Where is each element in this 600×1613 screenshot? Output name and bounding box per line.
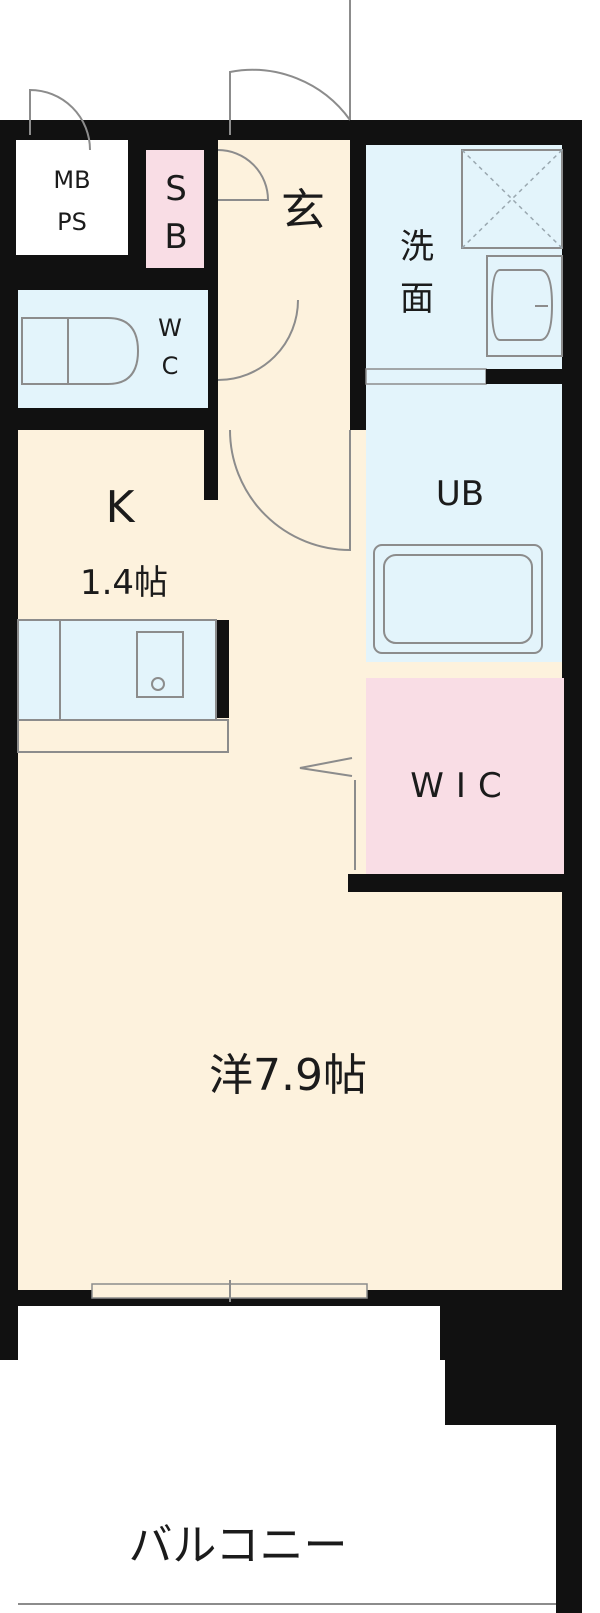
kitchen-size: 1.4帖 bbox=[80, 563, 168, 603]
washer-space bbox=[461, 149, 563, 249]
mbps-label-line2: PS bbox=[57, 208, 87, 236]
balcony-east-floor bbox=[440, 1425, 556, 1606]
bathtub bbox=[373, 544, 543, 654]
mbps-label: MB PS bbox=[53, 166, 90, 236]
genkan-floor bbox=[218, 140, 350, 270]
ub-label: UB bbox=[436, 474, 484, 514]
balcony-floor bbox=[18, 1306, 440, 1606]
sb-label-line1: S bbox=[165, 169, 187, 209]
kitchen-label: K bbox=[106, 482, 136, 533]
sb-floor bbox=[146, 150, 204, 268]
hall-floor bbox=[218, 270, 350, 430]
sb-label: S B bbox=[164, 169, 187, 257]
genkan-label: 玄 bbox=[281, 185, 325, 236]
kitchen-sink-drain bbox=[151, 677, 165, 691]
senmen-ub-partition bbox=[365, 368, 487, 385]
toilet-tank bbox=[21, 317, 69, 385]
kitchen-counter-ledge bbox=[17, 719, 229, 753]
wc-door-swing bbox=[217, 299, 299, 381]
mbps-floor bbox=[16, 140, 128, 255]
kitchen-wall-stub bbox=[204, 420, 218, 500]
wic-wall-void bbox=[348, 874, 564, 892]
wc-label-line1: W bbox=[158, 314, 182, 342]
western-room-label: 洋7.9帖 bbox=[209, 1050, 367, 1101]
wic-floor bbox=[366, 678, 564, 874]
wc-label-line2: C bbox=[162, 352, 179, 380]
bathtub-inner bbox=[383, 554, 533, 644]
toilet-bowl bbox=[67, 317, 140, 385]
mbps-label-line1: MB bbox=[53, 166, 90, 194]
sb-door-swing bbox=[217, 149, 270, 201]
east-balcony-wall bbox=[556, 1360, 582, 1613]
senmen-label-line1: 洗 bbox=[400, 227, 434, 267]
kitchen-counter-end-wall bbox=[215, 620, 229, 718]
balcony-label: バルコニー bbox=[128, 1520, 347, 1571]
kitchen-counter bbox=[17, 619, 217, 721]
washbasin-bowl bbox=[490, 269, 554, 341]
wic-label: WIC bbox=[410, 766, 513, 806]
wc-label: W C bbox=[158, 314, 182, 380]
entrance-door-swing bbox=[229, 68, 351, 135]
wic-door-mark bbox=[299, 757, 353, 777]
room-door-swing bbox=[229, 429, 351, 552]
senmen-label: 洗 面 bbox=[400, 227, 434, 319]
kitchen-sink bbox=[136, 631, 184, 698]
senmen-label-line2: 面 bbox=[400, 279, 434, 319]
sb-label-line2: B bbox=[164, 217, 187, 257]
mbps-door-swing bbox=[29, 88, 91, 151]
senmen-ub-wall bbox=[486, 369, 564, 384]
